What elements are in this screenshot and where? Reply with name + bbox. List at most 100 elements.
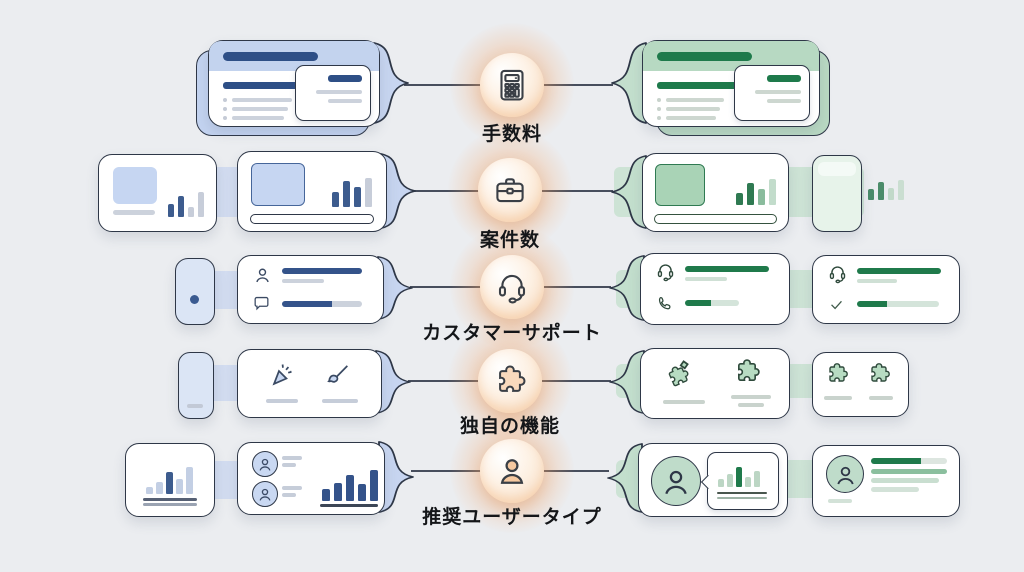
avatar <box>252 481 278 507</box>
hub-deals <box>478 158 542 222</box>
support-line <box>282 268 362 274</box>
row1-left-connector <box>404 84 482 86</box>
chart-axis-line <box>717 492 767 494</box>
row5-right-user-chart-card <box>638 443 788 517</box>
row4-right-features-card-2 <box>812 352 909 417</box>
row4-left-features-card <box>237 349 382 418</box>
row5-right-profile-card <box>812 445 960 517</box>
chat-bubble-icon <box>252 294 271 313</box>
row2-left-stats-card-large <box>237 151 387 232</box>
hub-features <box>478 349 542 413</box>
bullet-line <box>232 107 288 111</box>
bullet-line <box>666 98 724 102</box>
feature-caption-line <box>731 395 771 399</box>
hub-user-type <box>480 439 544 503</box>
row5-left-chart-card <box>125 443 215 517</box>
row3-right-connector <box>543 286 611 288</box>
user-icon <box>500 459 524 484</box>
mini-bar-chart <box>168 192 204 217</box>
row2-right-brace <box>611 155 647 229</box>
row3-right-support-card-2 <box>812 255 960 324</box>
support-subline <box>685 277 727 281</box>
puzzle-icon <box>733 358 761 386</box>
row3-left-support-card <box>237 255 384 324</box>
feature-caption-line <box>663 400 705 404</box>
calculator-icon <box>494 67 530 103</box>
row1-right-brace <box>611 42 647 124</box>
row5-left-users-card <box>237 442 385 515</box>
header-title-line <box>657 52 752 61</box>
bullet-dot <box>223 98 227 102</box>
bullet-line <box>232 116 284 120</box>
body-title-line <box>657 82 737 89</box>
bullet-dot <box>657 107 661 111</box>
profile-line <box>871 478 939 483</box>
chart-axis-line <box>320 504 378 507</box>
feature-caption-line <box>266 399 298 403</box>
brush-icon <box>324 361 352 389</box>
thumbnail-underline <box>113 210 155 215</box>
chart-axis-line <box>717 497 767 499</box>
puzzle-icon <box>867 362 891 386</box>
bullet-dot <box>657 98 661 102</box>
row5-right-connector <box>543 470 609 472</box>
puzzle-icon <box>825 362 849 386</box>
row5-left-brace <box>378 441 414 513</box>
profile-line <box>871 469 947 474</box>
pill-footer-line <box>187 404 203 408</box>
growth-bar-chart <box>322 470 378 501</box>
briefcase-icon <box>492 172 528 208</box>
row5-left-connector <box>411 470 481 472</box>
row2-left-stats-card-small <box>98 154 217 232</box>
mini-bar-chart <box>736 179 776 205</box>
row-label-features: 独自の機能 <box>459 416 561 437</box>
row-label-user-type: 推奨ユーザータイプ <box>422 507 602 528</box>
headset-icon <box>655 261 676 282</box>
puzzle-pieces-icon <box>660 360 700 396</box>
party-popper-icon <box>268 361 296 389</box>
support-progress-line <box>685 300 739 306</box>
support-progress-line <box>857 301 939 307</box>
row3-left-connector <box>410 286 481 288</box>
puzzle-icon <box>493 364 527 398</box>
bullet-dot <box>657 116 661 120</box>
bullet-dot <box>223 107 227 111</box>
profile-line <box>828 499 852 503</box>
outlined-progress-pill <box>654 214 777 224</box>
feature-caption-line <box>824 396 852 400</box>
row4-right-brace <box>609 350 645 414</box>
feature-caption-line <box>869 396 893 400</box>
support-subline <box>857 279 897 283</box>
price-badge-card <box>295 65 371 121</box>
bullet-line <box>666 116 716 120</box>
row1-right-pricing-card <box>642 40 820 127</box>
badge-sub-line <box>755 90 801 94</box>
row-label-deals: 案件数 <box>479 230 541 251</box>
user-line <box>282 493 296 497</box>
row2-left-connector <box>412 190 482 192</box>
user-line <box>282 456 302 460</box>
feature-caption-line <box>738 403 764 407</box>
hub-support <box>480 255 544 319</box>
row4-right-features-card-1 <box>640 348 790 419</box>
thumbnail-rect <box>251 163 305 206</box>
headset-icon <box>494 269 530 305</box>
support-line <box>857 268 941 274</box>
row3-left-pill-card <box>175 258 215 325</box>
badge-sub-line <box>328 99 362 103</box>
row4-left-connector <box>408 380 479 382</box>
badge-sub-line <box>767 99 801 103</box>
support-progress-line <box>282 301 362 307</box>
chart-axis-line <box>143 503 197 506</box>
badge-price-line <box>328 75 362 82</box>
price-badge-card <box>734 65 810 121</box>
mini-bar-chart <box>332 178 372 207</box>
row1-left-brace <box>373 42 409 124</box>
avatar <box>826 455 864 493</box>
growth-bar-chart <box>146 467 193 494</box>
headset-icon <box>827 263 848 284</box>
chart-axis-line <box>143 498 197 501</box>
bullet-dot <box>223 116 227 120</box>
row4-left-pill-card <box>178 352 214 419</box>
